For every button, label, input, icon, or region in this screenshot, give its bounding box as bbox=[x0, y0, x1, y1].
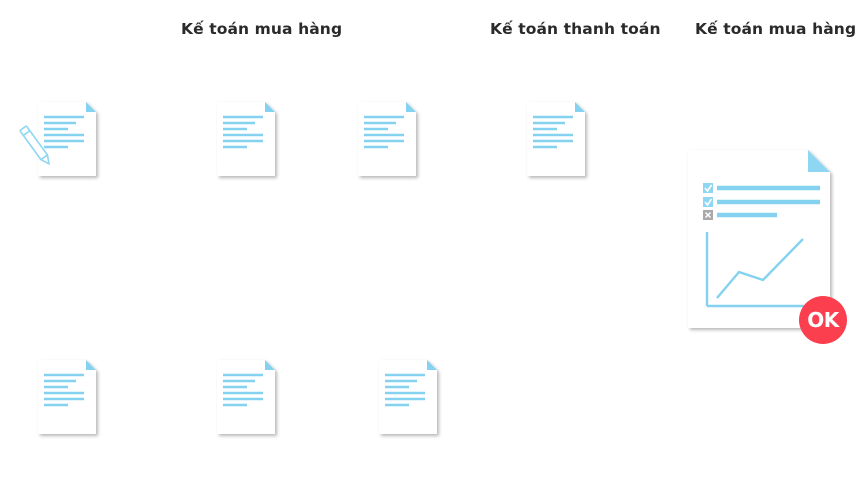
document-icon bbox=[377, 358, 441, 438]
document-icon bbox=[215, 358, 279, 438]
document-icon bbox=[215, 100, 279, 180]
checkbox-checked-icon bbox=[703, 183, 713, 193]
checkbox-checked-icon bbox=[703, 197, 713, 207]
line-chart-icon bbox=[705, 232, 804, 308]
heading-purchase-accounting: Kế toán mua hàng bbox=[181, 20, 343, 38]
document-icon bbox=[36, 100, 100, 180]
heading-purchase-accounting-2: Kế toán mua hàng bbox=[695, 20, 856, 38]
document-icon bbox=[356, 100, 420, 180]
document-icon bbox=[525, 100, 589, 180]
heading-payment-accounting: Kế toán thanh toán bbox=[490, 20, 661, 38]
pencil-icon bbox=[16, 122, 56, 170]
report-document-icon bbox=[684, 148, 848, 344]
document-icon bbox=[36, 358, 100, 438]
ok-badge: OK bbox=[799, 296, 847, 344]
